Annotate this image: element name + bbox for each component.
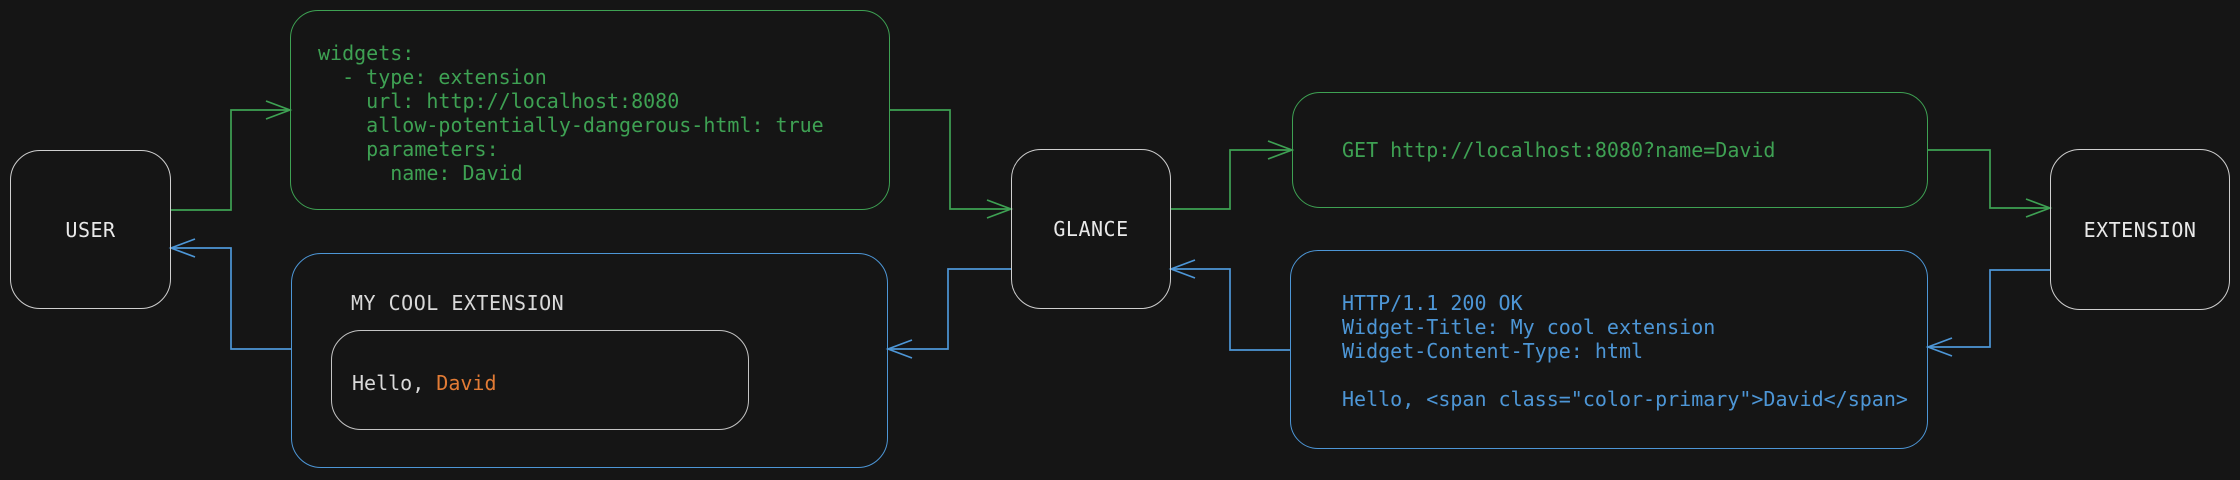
- http-response-box: HTTP/1.1 200 OK Widget-Title: My cool ex…: [1290, 250, 1928, 449]
- connector-response-to-glance: [1173, 268, 1290, 351]
- arrowhead-widget-to-user: [168, 238, 196, 258]
- widget-content-frame: Hello, David: [331, 330, 749, 430]
- connector-user-to-config: [171, 109, 288, 211]
- node-glance: GLANCE: [1011, 149, 1171, 309]
- widget-preview-box: MY COOL EXTENSION Hello, David: [291, 253, 888, 468]
- widget-greeting: Hello, David: [352, 371, 497, 395]
- http-request-box: GET http://localhost:8080?name=David: [1292, 92, 1928, 208]
- arrowhead-response-to-glance: [1168, 259, 1196, 279]
- config-yaml-box: widgets: - type: extension url: http://l…: [290, 10, 890, 210]
- node-user: USER: [10, 150, 171, 309]
- connector-glance-to-widget: [890, 268, 1011, 350]
- connector-extension-to-response: [1930, 269, 2050, 348]
- http-response-code: HTTP/1.1 200 OK Widget-Title: My cool ex…: [1342, 291, 1908, 411]
- node-glance-label: GLANCE: [1053, 217, 1129, 241]
- connector-config-to-glance: [890, 109, 1009, 210]
- node-user-label: USER: [65, 217, 116, 242]
- arrowhead-extension-to-response: [1925, 337, 1953, 357]
- http-request-code: GET http://localhost:8080?name=David: [1342, 138, 1776, 162]
- widget-title: MY COOL EXTENSION: [351, 291, 565, 315]
- connector-glance-to-request: [1171, 149, 1290, 210]
- arrowhead-glance-to-widget: [885, 339, 913, 359]
- node-extension: EXTENSION: [2050, 149, 2230, 310]
- node-extension-label: EXTENSION: [2083, 217, 2197, 242]
- greeting-name: David: [436, 371, 497, 395]
- connector-widget-to-user: [173, 247, 291, 350]
- greeting-prefix: Hello,: [352, 371, 437, 395]
- connector-request-to-extension: [1928, 149, 2048, 209]
- config-yaml-code: widgets: - type: extension url: http://l…: [318, 41, 824, 185]
